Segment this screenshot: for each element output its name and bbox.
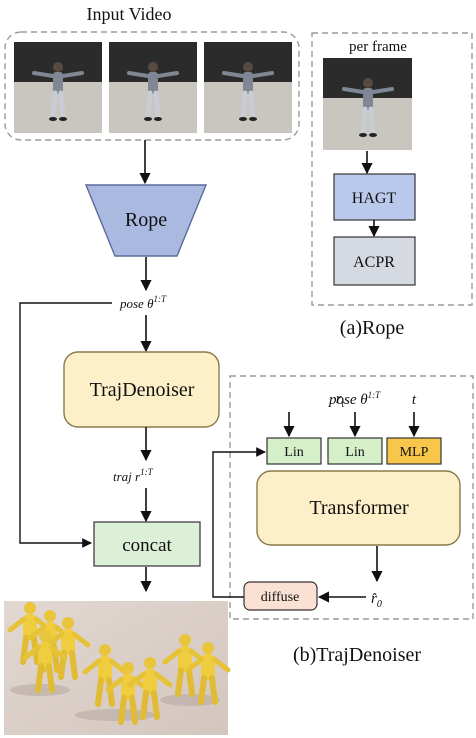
rope-detail-panel: [311, 32, 473, 306]
diffuse-label: diffuse: [261, 590, 300, 605]
input-video-frame-group: [4, 31, 300, 141]
trajdenoiser-detail-panel: [229, 375, 474, 620]
input-video-title: Input Video: [86, 4, 171, 24]
t-input-label: t: [412, 392, 417, 408]
r0-label: r̂0: [371, 591, 382, 610]
per-frame-image: [323, 58, 412, 150]
concat-block: [93, 521, 201, 567]
hagt-label: HAGT: [352, 190, 397, 207]
rt-input-label: rt: [336, 391, 345, 410]
video-frame-3: [204, 42, 292, 133]
trajdenoiser-block: [63, 351, 220, 428]
lin2-label: Lin: [345, 445, 364, 460]
diffuse-block: [243, 581, 318, 611]
pose-input-label: pose θ1:T: [328, 390, 381, 408]
pose-theta-label: pose θ1:T: [119, 294, 167, 311]
traj-r-label: traj r1:T: [113, 467, 154, 484]
trajdenoiser-caption: (b)TrajDenoiser: [293, 644, 421, 666]
mlp-label: MLP: [400, 445, 429, 460]
transformer-label: Transformer: [309, 497, 409, 519]
lin1-block: [266, 437, 322, 465]
trajdenoiser-label: TrajDenoiser: [90, 379, 195, 401]
output-mesh-render: [4, 601, 228, 735]
rope-block: [84, 184, 208, 257]
rope-caption: (a)Rope: [340, 317, 405, 339]
video-frame-2: [109, 42, 197, 133]
lin1-label: Lin: [284, 445, 303, 460]
rope-label: Rope: [125, 209, 167, 231]
mlp-block: [386, 437, 442, 465]
concat-label: concat: [122, 535, 172, 556]
acpr-label: ACPR: [353, 254, 395, 271]
lin2-block: [327, 437, 383, 465]
skip-pose-to-concat: [19, 302, 112, 548]
acpr-block: [333, 236, 416, 286]
per-frame-label: per frame: [349, 39, 407, 55]
transformer-block: [256, 470, 461, 546]
feedback-diffuse-to-lin1: [212, 447, 266, 598]
video-frame-1: [14, 42, 102, 133]
